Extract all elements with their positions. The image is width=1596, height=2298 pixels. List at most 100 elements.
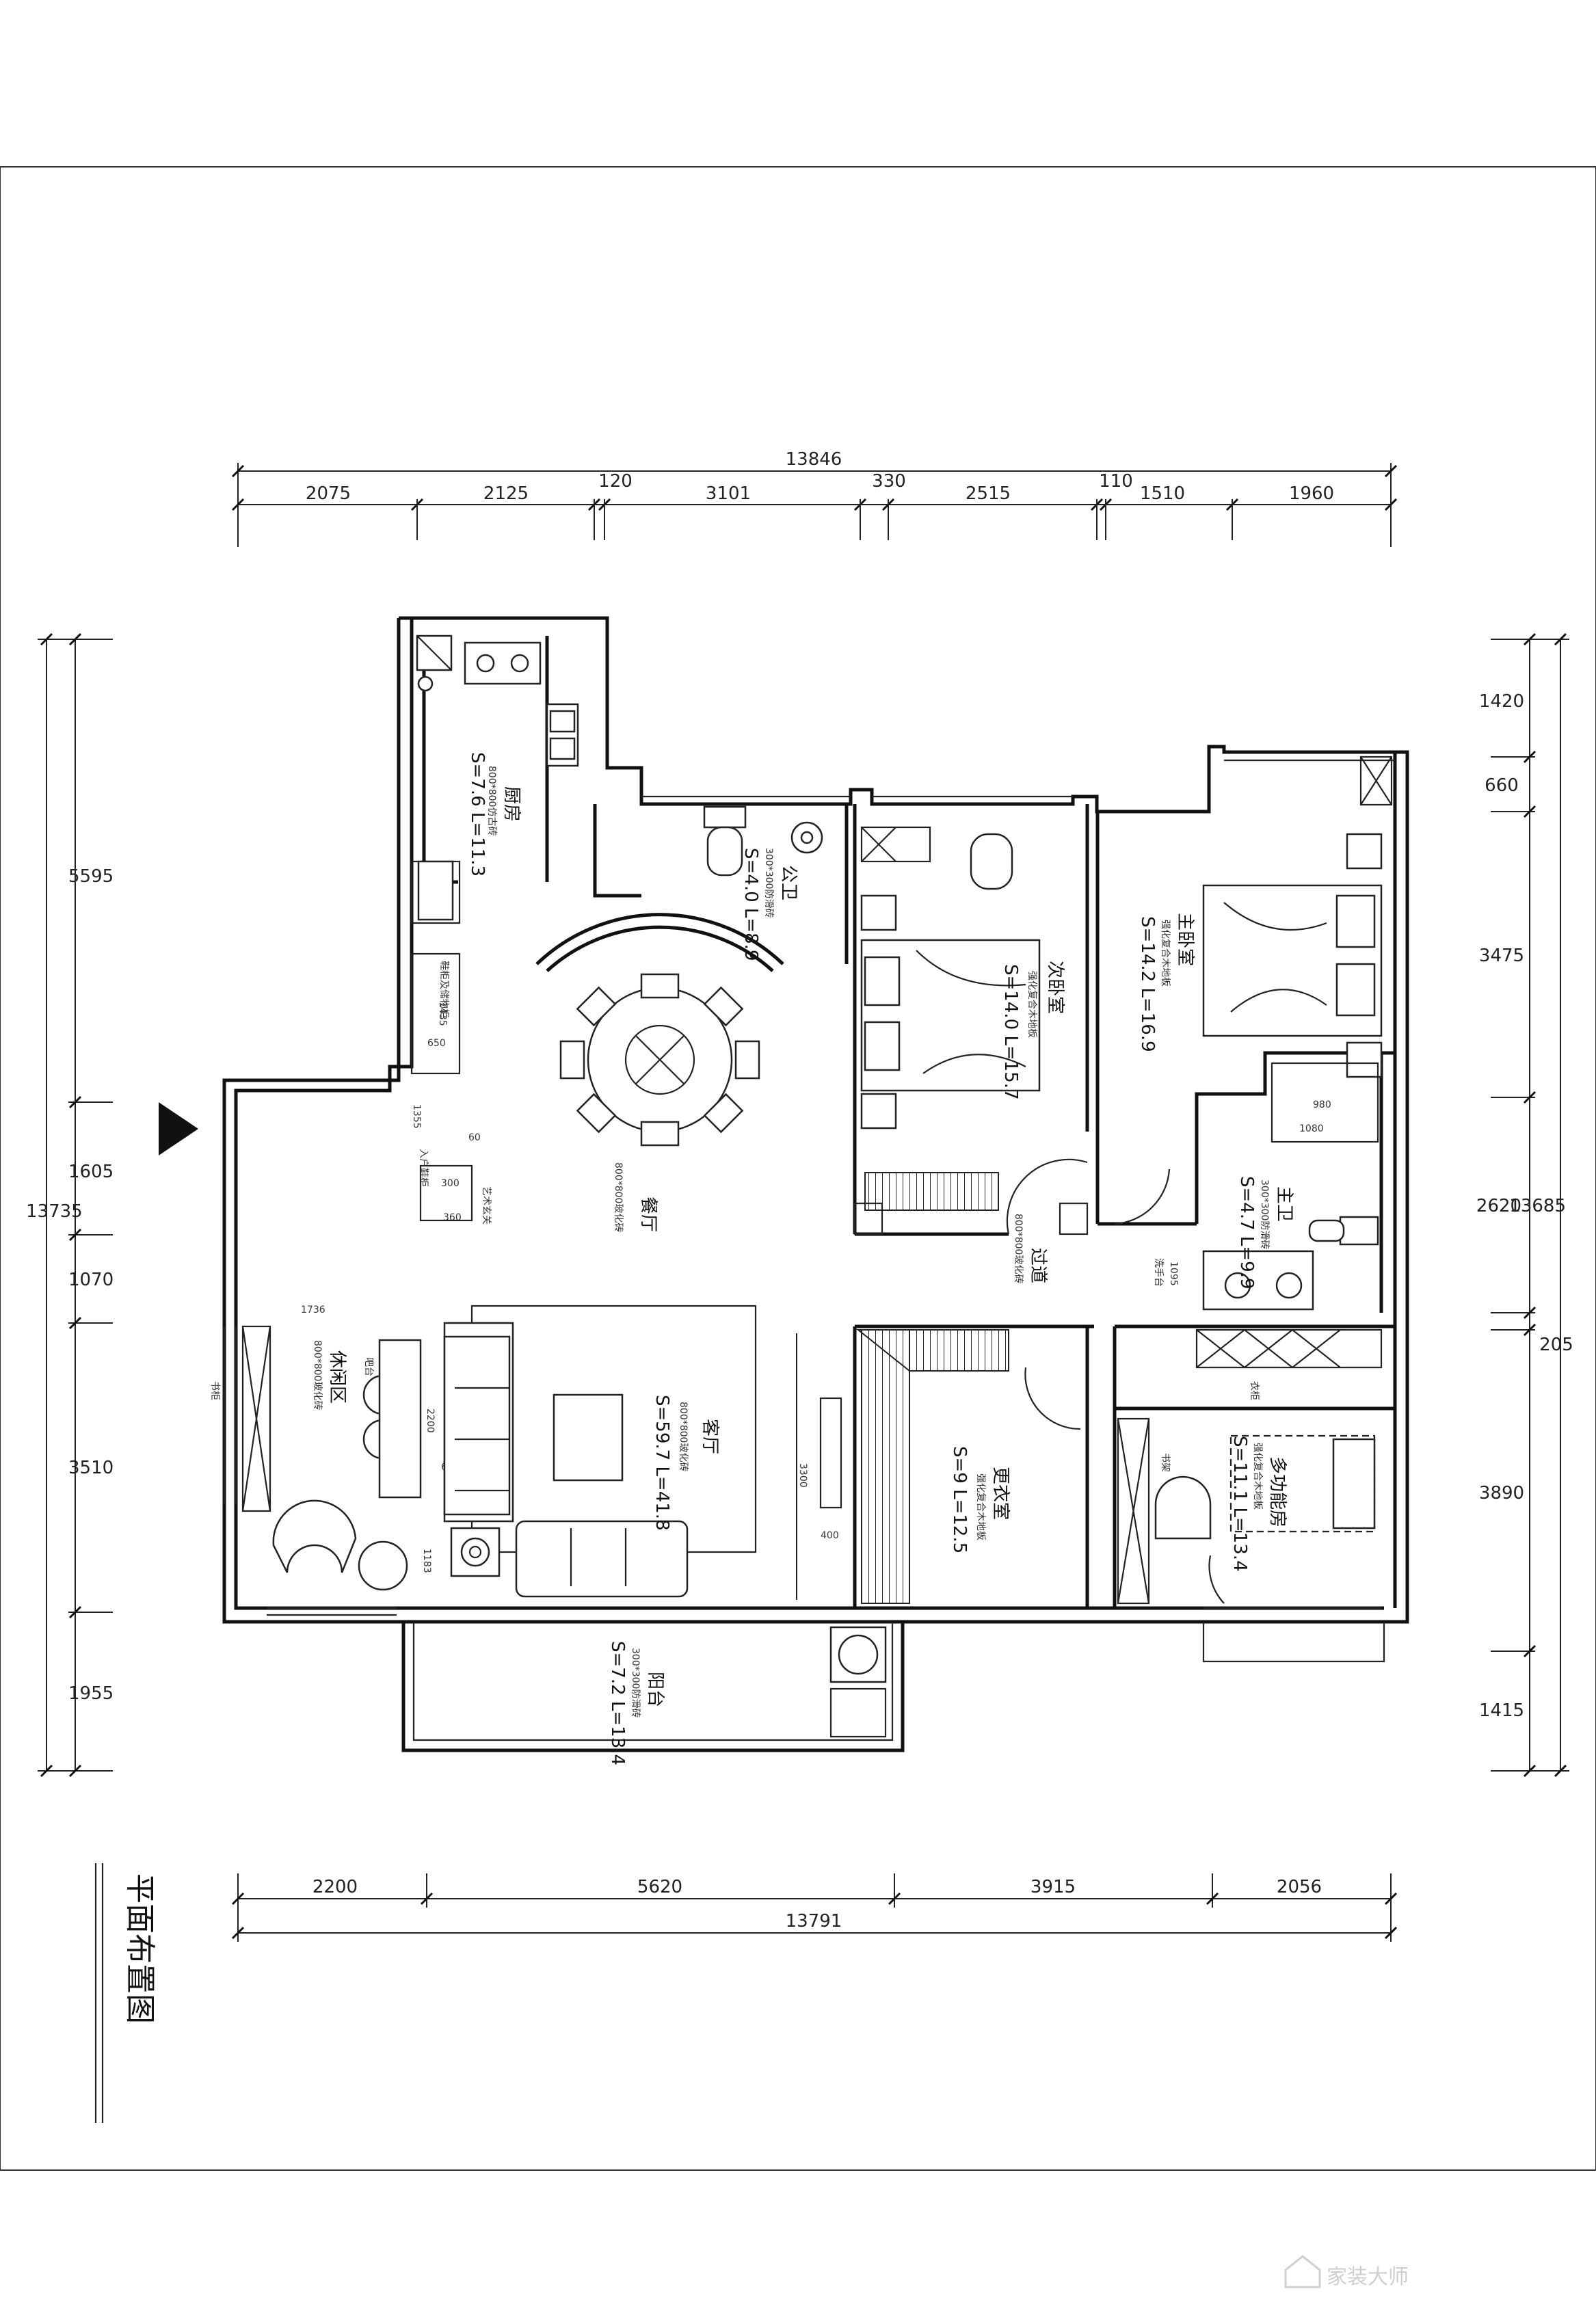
right-dim-7: 1415 bbox=[1479, 1700, 1524, 1721]
master-bath-area: S=4.7 L=9.9 bbox=[1236, 1176, 1257, 1290]
living-area: S=59.7 L=41.8 bbox=[652, 1395, 672, 1531]
right-dim-2: 660 bbox=[1485, 775, 1519, 796]
public-bath-name: 公卫 bbox=[778, 865, 799, 900]
living-floor: 800*800玻化砖 bbox=[678, 1402, 689, 1471]
right-dimension-lines bbox=[1491, 632, 1569, 1778]
drawing-title: 平面布置图 bbox=[122, 1873, 157, 2024]
top-dim-3: 120 bbox=[598, 471, 633, 492]
balcony-floor: 300*300防滑砖 bbox=[630, 1648, 641, 1718]
dim-1095: 1095 bbox=[1168, 1261, 1179, 1286]
right-dim-1: 1420 bbox=[1479, 691, 1524, 712]
entry-label: 入户鞋柜 bbox=[418, 1149, 429, 1187]
leisure-name: 休闲区 bbox=[327, 1350, 347, 1404]
leisure-floor: 800*800玻化砖 bbox=[312, 1340, 323, 1410]
public-bath-fixtures bbox=[703, 805, 823, 877]
kitchen-area: S=7.6 L=11.3 bbox=[467, 752, 488, 877]
bottom-dim-4: 2056 bbox=[1277, 1877, 1322, 1897]
right-dim-4: 2620 bbox=[1476, 1196, 1521, 1216]
top-dim-1: 2075 bbox=[306, 483, 351, 504]
master-bedroom-floor: 强化复合木地板 bbox=[1160, 920, 1171, 987]
dim-1355: 1355 bbox=[411, 1104, 422, 1129]
right-dim-6: 3890 bbox=[1479, 1483, 1524, 1504]
top-dim-7: 110 bbox=[1099, 471, 1133, 492]
dim-1080: 1080 bbox=[1299, 1123, 1324, 1134]
right-dim-3: 3475 bbox=[1479, 946, 1524, 966]
public-bath-area: S=4.0 L=8.9 bbox=[741, 848, 761, 961]
multi-name: 多功能房 bbox=[1267, 1456, 1288, 1527]
dim-1183: 1183 bbox=[421, 1549, 432, 1573]
kitchen-fixtures bbox=[416, 634, 579, 921]
left-dim-4: 3510 bbox=[68, 1458, 114, 1478]
balcony-area: S=7.2 L=13.4 bbox=[607, 1641, 628, 1765]
living-name: 客厅 bbox=[700, 1419, 720, 1454]
dim-1435: 1435 bbox=[437, 1002, 448, 1026]
master-bedroom-furniture bbox=[1202, 756, 1393, 1078]
master-bath-name: 主卫 bbox=[1274, 1186, 1294, 1222]
dressing-name: 更衣室 bbox=[990, 1467, 1011, 1520]
living-room-furniture bbox=[443, 1305, 842, 1598]
second-bedroom-furniture bbox=[860, 826, 1041, 1211]
top-dim-5: 330 bbox=[872, 471, 906, 492]
leisure-furniture bbox=[241, 1325, 422, 1591]
art-label: 艺术玄关 bbox=[481, 1186, 492, 1225]
master-bath-floor: 300*300防滑砖 bbox=[1259, 1179, 1271, 1249]
dining-name: 餐厅 bbox=[638, 1197, 659, 1232]
left-total-dim: 13735 bbox=[26, 1201, 83, 1222]
watermark-logo bbox=[1284, 2255, 1321, 2288]
corridor-name: 过道 bbox=[1028, 1248, 1048, 1283]
master-bath-fixtures bbox=[1202, 1062, 1379, 1311]
dim-400: 400 bbox=[821, 1530, 839, 1541]
right-total-dim: 13685 bbox=[1509, 1196, 1566, 1216]
second-bedroom-area: S=14.0 L=15.7 bbox=[1000, 964, 1021, 1100]
top-dim-4: 3101 bbox=[706, 483, 751, 504]
dim-60: 60 bbox=[468, 1132, 481, 1143]
master-bedroom-area: S=14.2 L=16.9 bbox=[1137, 916, 1158, 1052]
top-dim-9: 1960 bbox=[1289, 483, 1334, 504]
left-dimension-lines bbox=[38, 632, 113, 1778]
dim-300: 300 bbox=[441, 1178, 460, 1189]
dressing-area: S=9 L=12.5 bbox=[949, 1446, 970, 1553]
left-dim-5: 1955 bbox=[68, 1683, 114, 1704]
multi-floor: 强化复合木地板 bbox=[1252, 1443, 1264, 1510]
bottom-total-dim: 13791 bbox=[786, 1911, 842, 1932]
right-dim-5: 205 bbox=[1539, 1335, 1573, 1355]
dressing-floor: 强化复合木地板 bbox=[975, 1473, 987, 1540]
second-bedroom-name: 次卧室 bbox=[1045, 961, 1065, 1014]
left-dim-1: 5595 bbox=[68, 866, 114, 887]
master-bedroom-name: 主卧室 bbox=[1175, 913, 1195, 966]
kitchen-name: 厨房 bbox=[501, 786, 522, 822]
windows bbox=[223, 759, 1395, 1616]
top-dim-2: 2125 bbox=[483, 483, 529, 504]
left-dim-3: 1070 bbox=[68, 1270, 114, 1290]
balcony-fixtures bbox=[829, 1626, 887, 1738]
bar-label: 吧台 bbox=[363, 1357, 374, 1376]
corridor-floor: 800*800玻化砖 bbox=[1013, 1214, 1024, 1283]
top-dim-6: 2515 bbox=[966, 483, 1011, 504]
dressing-room-furniture bbox=[856, 1329, 1081, 1604]
public-bath-floor: 300*300防滑砖 bbox=[763, 848, 775, 918]
balcony-name: 阳台 bbox=[645, 1672, 665, 1707]
dim-980: 980 bbox=[1313, 1099, 1331, 1110]
kitchen-floor: 800*800仿古砖 bbox=[486, 766, 497, 836]
second-bedroom-floor: 强化复合木地板 bbox=[1026, 971, 1038, 1038]
dining-floor: 800*800玻化砖 bbox=[613, 1162, 624, 1232]
shelf-label: 书架 bbox=[1160, 1453, 1171, 1472]
entrance-arrow-icon bbox=[159, 1102, 198, 1155]
balcony-outline bbox=[401, 1622, 1385, 1752]
bottom-dim-1: 2200 bbox=[312, 1877, 358, 1897]
dim-2200: 2200 bbox=[425, 1408, 436, 1433]
dining-table bbox=[559, 973, 760, 1147]
shoe-cabinet-label: 鞋柜及储物柜 bbox=[438, 961, 449, 1018]
dim-360: 360 bbox=[443, 1212, 462, 1223]
multi-area: S=11.1 L=13.4 bbox=[1229, 1436, 1250, 1572]
dim-1736: 1736 bbox=[301, 1305, 325, 1315]
left-dim-2: 1605 bbox=[68, 1162, 114, 1182]
bottom-dim-2: 5620 bbox=[637, 1877, 682, 1897]
dim-650: 650 bbox=[427, 1038, 446, 1049]
bottom-dim-3: 3915 bbox=[1030, 1877, 1076, 1897]
bottom-dimension-lines bbox=[231, 1873, 1398, 1942]
dim-3300: 3300 bbox=[797, 1463, 808, 1488]
bookcase-label: 书柜 bbox=[209, 1381, 220, 1400]
sheet-frame bbox=[0, 166, 1596, 2171]
